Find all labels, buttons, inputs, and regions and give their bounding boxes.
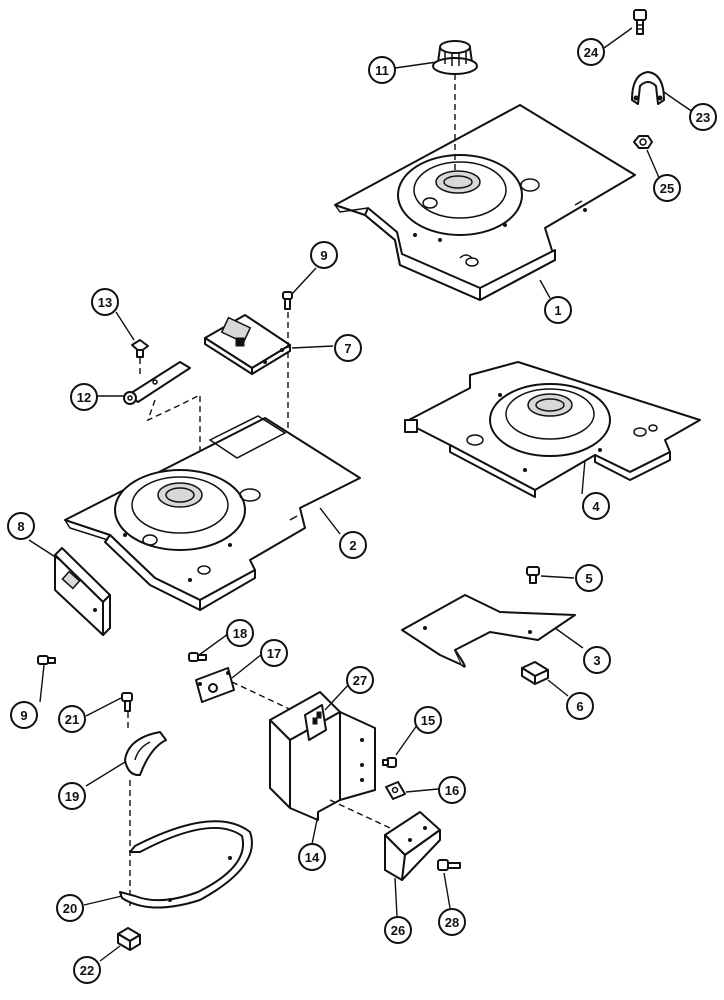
callout-3: 3	[583, 646, 611, 674]
svg-text:16: 16	[445, 783, 459, 798]
clip-27	[304, 704, 327, 741]
svg-text:11: 11	[375, 63, 389, 78]
callout-28: 28	[438, 908, 466, 936]
svg-text:14: 14	[305, 850, 320, 865]
callout-5: 5	[575, 564, 603, 592]
screw-21	[121, 692, 133, 730]
floor-plate-2	[64, 415, 361, 611]
callout-23: 23	[689, 103, 717, 131]
callout-14: 14	[298, 843, 326, 871]
screw-15	[382, 757, 397, 768]
callout-2: 2	[339, 531, 367, 559]
svg-text:23: 23	[696, 110, 710, 125]
callout-12: 12	[70, 383, 98, 411]
svg-text:17: 17	[267, 646, 281, 661]
clamp-23	[631, 71, 665, 105]
svg-text:24: 24	[584, 45, 599, 60]
svg-text:21: 21	[65, 712, 79, 727]
cover-plate-3	[401, 594, 576, 668]
svg-text:5: 5	[585, 571, 592, 586]
knob-11	[432, 40, 478, 170]
callout-22: 22	[73, 956, 101, 984]
callout-27: 27	[346, 666, 374, 694]
bolt-24	[633, 9, 647, 35]
svg-text:1: 1	[554, 303, 561, 318]
nut-16	[385, 781, 406, 800]
strap-12	[123, 361, 191, 405]
switch-panel-7	[204, 314, 291, 375]
bolt-28	[437, 859, 461, 871]
callout-26: 26	[384, 916, 412, 944]
callout-15: 15	[414, 706, 442, 734]
clip-22	[117, 927, 141, 951]
svg-text:26: 26	[391, 923, 405, 938]
svg-text:6: 6	[576, 699, 583, 714]
hidden-line-strap	[146, 393, 201, 560]
clip-6	[521, 661, 549, 685]
callout-8: 8	[7, 512, 35, 540]
svg-text:9: 9	[20, 708, 27, 723]
side-bracket-8	[54, 547, 111, 636]
svg-text:22: 22	[80, 963, 94, 978]
callout-7: 7	[334, 334, 362, 362]
svg-text:25: 25	[660, 181, 674, 196]
callout-21: 21	[58, 705, 86, 733]
svg-text:2: 2	[349, 538, 356, 553]
callout-16: 16	[438, 776, 466, 804]
floor-plate-4	[404, 361, 701, 498]
hidden-line-14-26	[329, 799, 406, 836]
callout-leaders	[28, 27, 694, 962]
callout-24: 24	[577, 38, 605, 66]
callout-1: 1	[544, 296, 572, 324]
nut-25	[633, 135, 653, 149]
cover-19	[124, 731, 167, 777]
screw-18	[188, 652, 207, 662]
callout-9-upper: 9	[310, 241, 338, 269]
svg-text:15: 15	[421, 713, 435, 728]
svg-text:28: 28	[445, 915, 459, 930]
callout-9-lower: 9	[10, 701, 38, 729]
callout-17: 17	[260, 639, 288, 667]
callout-11: 11	[368, 56, 396, 84]
wing-nut-13	[131, 339, 149, 378]
callout-18: 18	[226, 619, 254, 647]
callout-13: 13	[91, 288, 119, 316]
bracket-17	[195, 667, 235, 703]
callout-4: 4	[582, 492, 610, 520]
svg-text:4: 4	[592, 499, 600, 514]
ring-20	[119, 820, 253, 909]
callout-6: 6	[566, 692, 594, 720]
callout-20: 20	[56, 894, 84, 922]
svg-text:12: 12	[77, 390, 91, 405]
svg-text:8: 8	[17, 519, 24, 534]
callout-19: 19	[58, 782, 86, 810]
svg-text:18: 18	[233, 626, 247, 641]
svg-text:20: 20	[63, 901, 77, 916]
screw-5	[526, 566, 540, 584]
svg-text:3: 3	[593, 653, 600, 668]
callout-25: 25	[653, 174, 681, 202]
bracket-26	[384, 811, 441, 881]
screw-9-upper	[282, 291, 293, 440]
svg-text:13: 13	[98, 295, 112, 310]
screw-9-lower	[37, 655, 56, 665]
svg-text:9: 9	[320, 248, 327, 263]
floor-plate-1	[334, 104, 636, 301]
svg-text:19: 19	[65, 789, 79, 804]
svg-text:27: 27	[353, 673, 367, 688]
svg-text:7: 7	[344, 341, 351, 356]
